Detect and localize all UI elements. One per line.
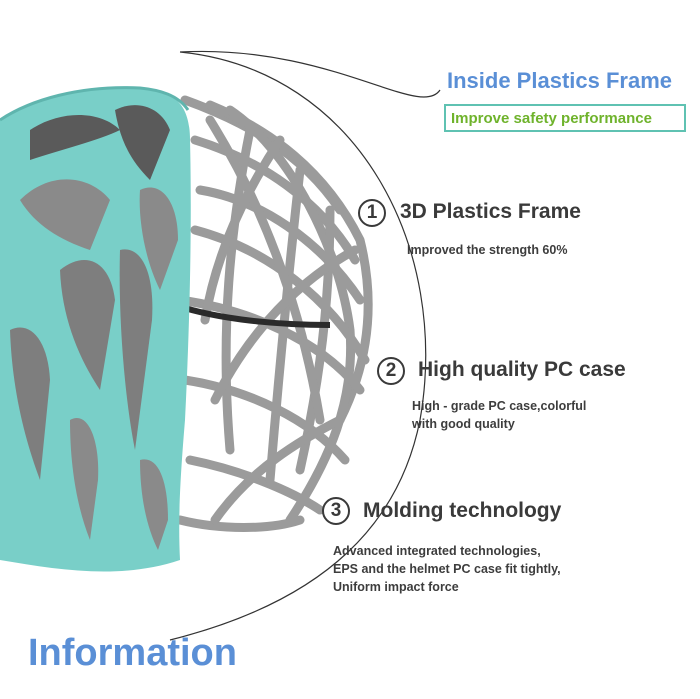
feature-2-description-line: with good quality (412, 417, 515, 431)
page-title: Inside Plastics Frame (447, 68, 672, 93)
tagline-text: Improve safety performance (451, 110, 652, 127)
plastic-frame (175, 95, 373, 532)
helmet-shell (0, 86, 191, 572)
footer-label: Information (28, 632, 237, 674)
feature-3-title: Molding technology (363, 499, 562, 522)
feature-2-description-line: High - grade PC case,colorful (412, 399, 587, 413)
feature-3-description: Advanced integrated technologies, EPS an… (333, 542, 561, 596)
feature-2-description: High - grade PC case,colorful with good … (412, 397, 586, 433)
tagline-box: Improve safety performance (444, 104, 686, 132)
feature-3-description-line: Uniform impact force (333, 580, 459, 594)
feature-2-title: High quality PC case (418, 358, 626, 381)
feature-3-description-line: EPS and the helmet PC case fit tightly, (333, 562, 561, 576)
connector-arc (169, 50, 441, 641)
feature-1-description: Improved the strength 60% (407, 243, 568, 257)
feature-2-number-badge: 2 (377, 357, 405, 385)
feature-1-title: 3D Plastics Frame (400, 200, 581, 223)
feature-3-number-badge: 3 (322, 497, 350, 525)
feature-3-description-line: Advanced integrated technologies, (333, 544, 541, 558)
feature-1-number-badge: 1 (358, 199, 386, 227)
strap (174, 302, 331, 328)
